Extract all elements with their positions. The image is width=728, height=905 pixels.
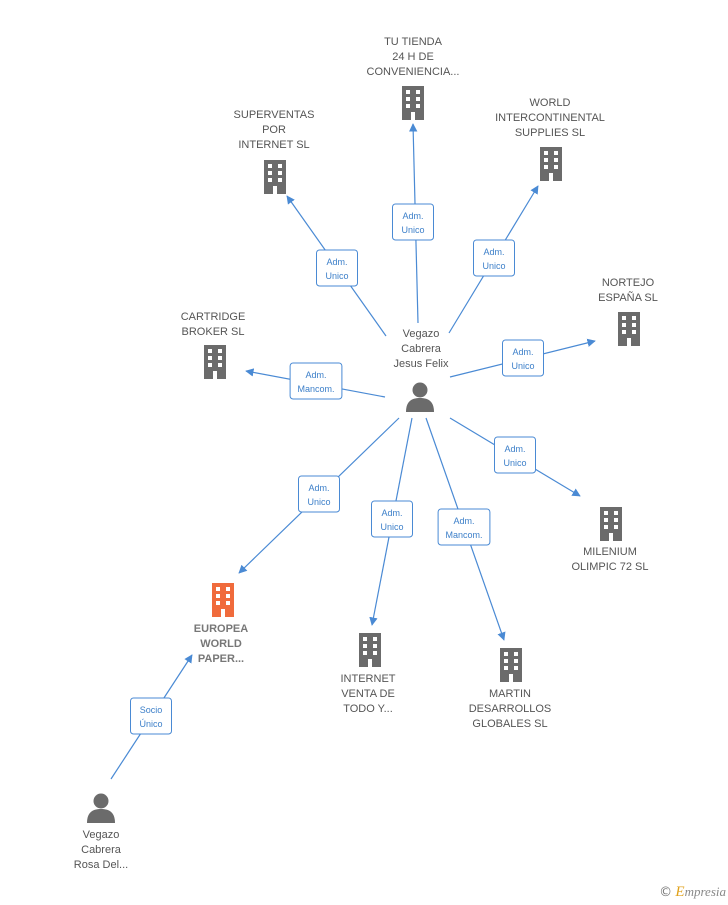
company-label-cartridge-line: BROKER SL <box>182 326 245 338</box>
company-label-tu-tienda-line: TU TIENDA <box>384 36 443 48</box>
relation-label-cartridge[interactable]: Adm. Mancom. <box>289 362 343 400</box>
company-label-internet-venta-line: TODO Y... <box>343 703 393 715</box>
relation-label-second-person-box <box>130 697 172 735</box>
relation-label-nortejo-box <box>502 339 544 377</box>
company-label-martin-line: DESARROLLOS <box>469 703 552 715</box>
company-label-europea-line: EUROPEA <box>194 623 248 635</box>
company-label-tu-tienda-line: CONVENIENCIA... <box>367 66 460 78</box>
relation-label-world-intercontinental[interactable]: Adm. Unico <box>473 239 515 277</box>
relation-label-superventas-box <box>316 249 358 287</box>
building-icon <box>204 345 226 379</box>
relation-label-nortejo[interactable]: Adm. Unico <box>502 339 544 377</box>
relation-label-milenium[interactable]: Adm. Unico <box>494 436 536 474</box>
relation-label-second-person-text: Socio <box>140 705 163 715</box>
building-icon <box>618 312 640 346</box>
company-label-world-intercontinental-line: WORLD <box>530 97 571 109</box>
company-node-tu-tienda[interactable]: TU TIENDA 24 H DE CONVENIENCIA... <box>367 36 460 120</box>
company-label-world-intercontinental-line: INTERCONTINENTAL <box>495 112 605 124</box>
building-icon <box>500 648 522 682</box>
copyright-icon: © <box>659 885 673 900</box>
company-node-internet-venta[interactable]: INTERNET VENTA DE TODO Y... <box>341 633 396 715</box>
relation-label-europea-text: Unico <box>307 497 330 507</box>
second-person-label-line: Rosa Del... <box>74 859 128 871</box>
company-label-nortejo-line: NORTEJO <box>602 277 655 289</box>
relation-label-world-intercontinental-box <box>473 239 515 277</box>
relation-label-europea-text: Adm. <box>308 483 329 493</box>
relation-label-world-intercontinental-text: Adm. <box>483 247 504 257</box>
building-icon <box>264 160 286 194</box>
second-person-label-line: Cabrera <box>81 844 122 856</box>
building-icon <box>540 147 562 181</box>
relation-label-milenium-text: Adm. <box>504 444 525 454</box>
company-label-nortejo-line: ESPAÑA SL <box>598 291 658 304</box>
company-label-internet-venta-line: INTERNET <box>341 673 396 685</box>
company-node-cartridge[interactable]: CARTRIDGE BROKER SL <box>181 311 246 379</box>
second-person-label-line: Vegazo <box>83 829 120 841</box>
building-icon <box>212 583 234 617</box>
company-label-world-intercontinental-line: SUPPLIES SL <box>515 127 585 139</box>
relation-label-internet-venta-text: Adm. <box>381 508 402 518</box>
relation-label-cartridge-box <box>289 362 343 400</box>
building-icon <box>402 86 424 120</box>
relation-label-cartridge-text: Mancom. <box>297 384 334 394</box>
relation-label-internet-venta[interactable]: Adm. Unico <box>371 500 413 538</box>
relation-label-superventas-text: Adm. <box>326 257 347 267</box>
relation-label-nortejo-text: Adm. <box>512 347 533 357</box>
relation-label-tu-tienda-text: Adm. <box>402 211 423 221</box>
relation-label-tu-tienda-text: Unico <box>401 225 424 235</box>
relation-label-tu-tienda[interactable]: Adm. Unico <box>392 203 434 241</box>
relation-label-milenium-text: Unico <box>503 458 526 468</box>
relation-label-tu-tienda-box <box>392 203 434 241</box>
brand-initial: E <box>675 884 685 900</box>
relation-label-milenium-box <box>494 436 536 474</box>
company-label-superventas-line: INTERNET SL <box>238 139 309 151</box>
relation-label-martin[interactable]: Adm. Mancom. <box>437 508 491 546</box>
relation-label-europea[interactable]: Adm. Unico <box>298 475 340 513</box>
company-label-martin-line: MARTIN <box>489 688 531 700</box>
relation-label-martin-text: Adm. <box>453 516 474 526</box>
person-icon <box>406 382 434 412</box>
company-node-martin[interactable]: MARTIN DESARROLLOS GLOBALES SL <box>469 648 552 730</box>
company-label-cartridge-line: CARTRIDGE <box>181 311 246 323</box>
relation-label-superventas[interactable]: Adm. Unico <box>316 249 358 287</box>
relation-label-cartridge-text: Adm. <box>305 370 326 380</box>
building-icon <box>600 507 622 541</box>
company-label-superventas-line: SUPERVENTAS <box>234 109 315 121</box>
nodes-layer: TU TIENDA 24 H DE CONVENIENCIA... SUPERVENT… <box>74 36 658 871</box>
company-label-milenium-line: OLIMPIC 72 SL <box>571 561 648 573</box>
company-node-superventas[interactable]: SUPERVENTAS POR INTERNET SL <box>234 109 315 194</box>
relation-label-martin-box <box>437 508 491 546</box>
center-person-label-line: Jesus Felix <box>393 358 449 370</box>
center-person-label-line: Cabrera <box>401 343 442 355</box>
company-label-martin-line: GLOBALES SL <box>472 718 547 730</box>
company-node-world-intercontinental[interactable]: WORLD INTERCONTINENTAL SUPPLIES SL <box>495 97 605 181</box>
relation-labels-layer: Adm.UnicoAdm.UnicoAdm.UnicoAdm.UnicoAdm.… <box>130 203 544 735</box>
relation-label-world-intercontinental-text: Unico <box>482 261 505 271</box>
empresia-brand[interactable]: © Empresia <box>659 884 726 901</box>
company-node-nortejo[interactable]: NORTEJO ESPAÑA SL <box>598 277 658 346</box>
brand-name: mpresia <box>684 884 726 899</box>
relation-label-europea-box <box>298 475 340 513</box>
building-icon <box>359 633 381 667</box>
center-person-label-line: Vegazo <box>403 328 440 340</box>
relation-label-martin-text: Mancom. <box>445 530 482 540</box>
company-node-europea[interactable]: EUROPEA WORLD PAPER... <box>194 583 248 665</box>
company-label-internet-venta-line: VENTA DE <box>341 688 395 700</box>
relation-label-internet-venta-box <box>371 500 413 538</box>
company-label-europea-line: PAPER... <box>198 653 244 665</box>
relation-label-superventas-text: Unico <box>325 271 348 281</box>
company-label-milenium-line: MILENIUM <box>583 546 637 558</box>
company-node-milenium[interactable]: MILENIUM OLIMPIC 72 SL <box>571 507 649 573</box>
company-label-europea-line: WORLD <box>200 638 242 650</box>
relation-label-nortejo-text: Unico <box>511 361 534 371</box>
company-label-superventas-line: POR <box>262 124 286 136</box>
company-label-tu-tienda-line: 24 H DE <box>392 51 434 63</box>
relation-label-internet-venta-text: Unico <box>380 522 403 532</box>
person-icon <box>87 793 115 823</box>
relation-label-second-person-text: Único <box>139 719 162 729</box>
